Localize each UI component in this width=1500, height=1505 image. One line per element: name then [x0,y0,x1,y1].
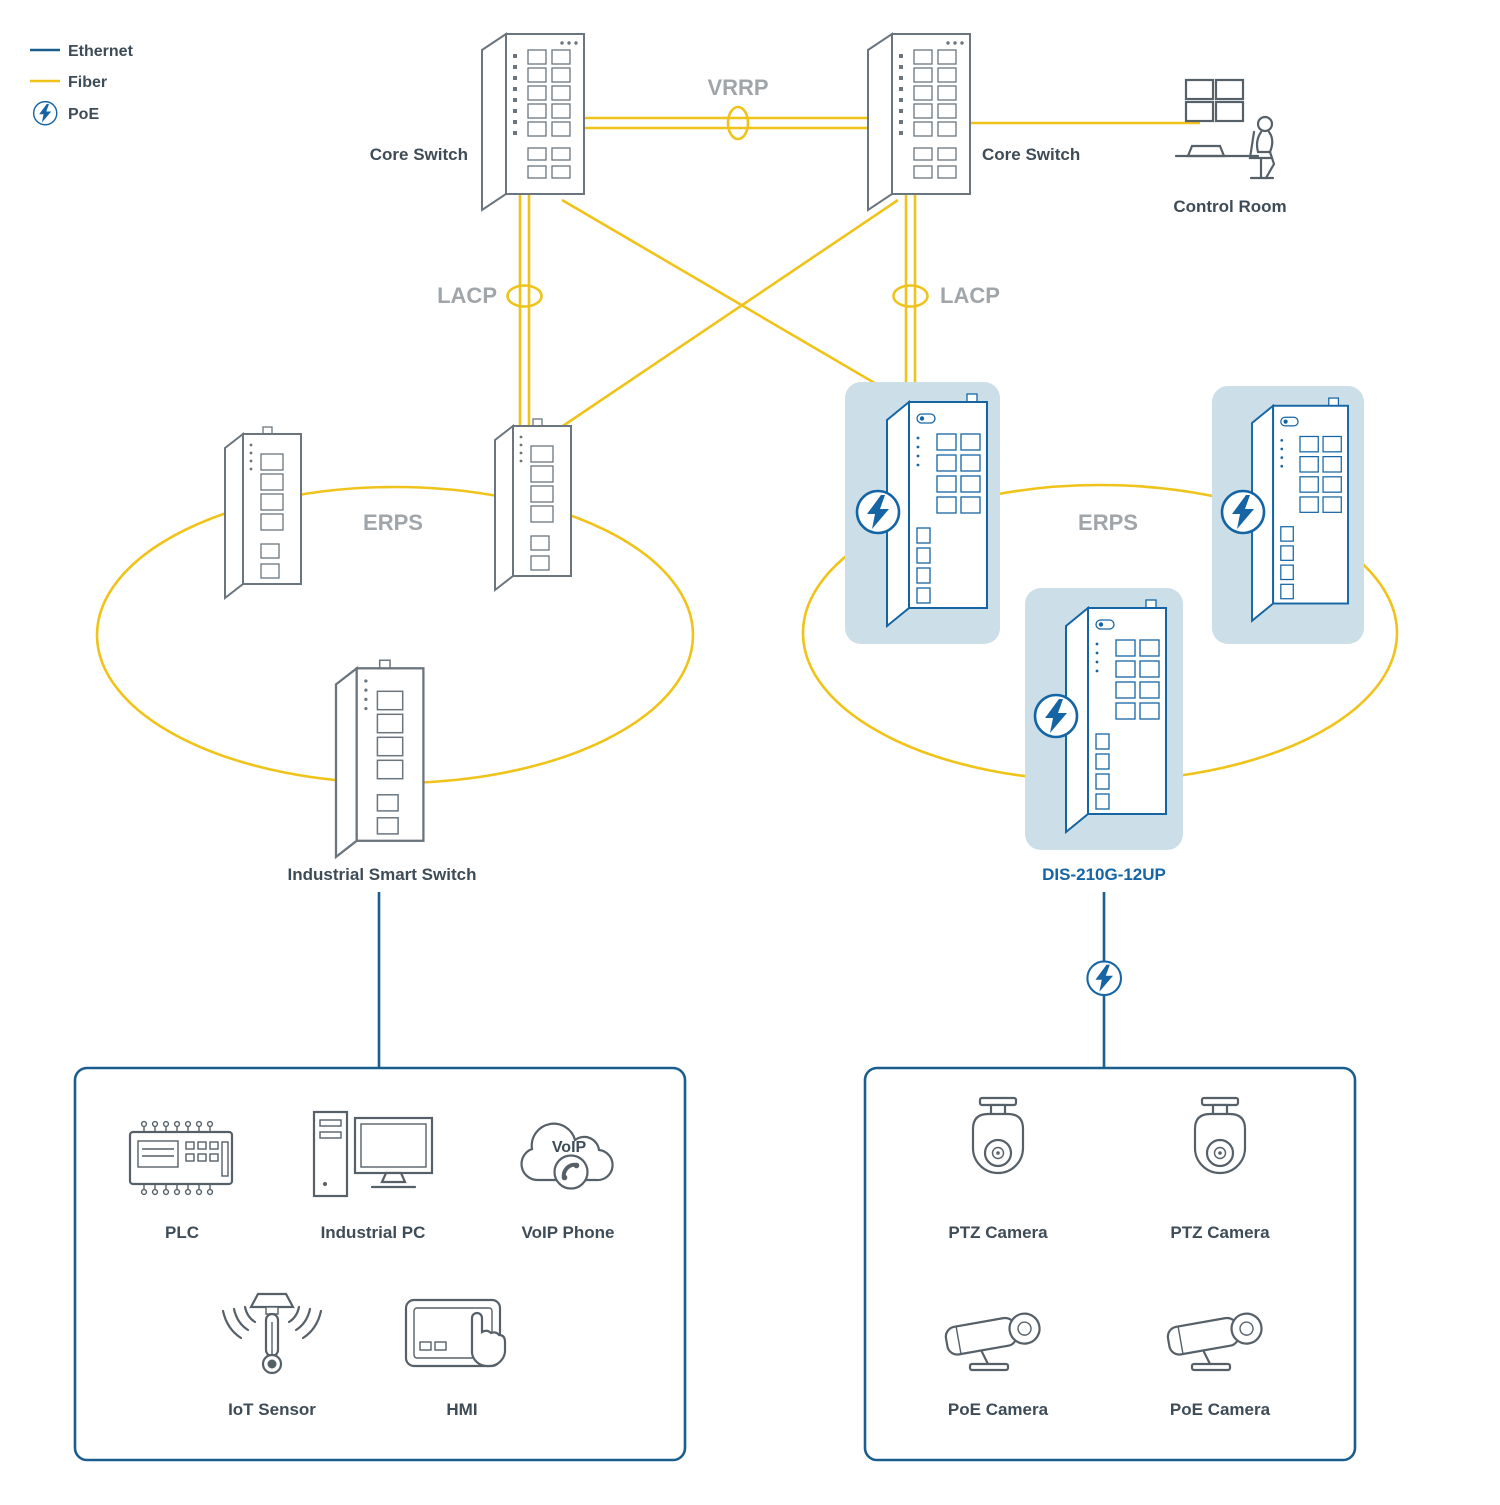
poe-icon-switch-3 [1033,693,1079,739]
voip-cloud-text: VoIP [552,1139,587,1156]
poe-switch-model-label: DIS-210G-12UP [1042,865,1166,884]
industrial-smart-switch-icon [334,659,425,859]
plc-icon [128,1120,234,1196]
lacp-left-label: LACP [437,283,497,308]
core-switch-left-icon [481,33,585,211]
poe-icon-camera-link [1086,960,1123,997]
lacp-right-link [892,190,929,400]
poe-switch-icon-2 [1251,397,1349,622]
poe-icon-switch-2 [1220,489,1266,535]
poe-camera-label-2: PoE Camera [1170,1400,1271,1419]
cross-link-right-core-to-left-ring [547,198,899,438]
industrial-smart-switch-label: Industrial Smart Switch [288,865,477,884]
legend-poe-icon [32,100,58,126]
voip-phone-label: VoIP Phone [522,1223,615,1242]
lacp-left-link [506,190,543,440]
vrrp-label: VRRP [707,75,768,100]
industrial-switch-icon-1 [224,426,302,599]
poe-switch-icon-1 [886,393,988,627]
control-room-icon [1174,78,1276,180]
plc-label: PLC [165,1223,199,1242]
poe-camera-label-1: PoE Camera [948,1400,1049,1419]
iot-sensor-icon [221,1292,323,1375]
legend-ethernet-label: Ethernet [68,43,134,60]
ptz-camera-label-2: PTZ Camera [1170,1223,1270,1242]
erps-right-label: ERPS [1078,510,1138,535]
iot-sensor-label: IoT Sensor [228,1400,316,1419]
hmi-label: HMI [446,1400,477,1419]
vrrp-link [584,105,892,141]
legend-fiber-label: Fiber [68,74,107,91]
poe-switch-icon-3 [1065,599,1167,833]
right-device-group-box [863,1066,1357,1462]
legend-poe-label: PoE [68,106,99,123]
industrial-pc-label: Industrial PC [321,1223,426,1242]
voip-phone-icon: VoIP [520,1122,614,1190]
lacp-right-oval [892,284,929,308]
ptz-camera-label-1: PTZ Camera [948,1223,1048,1242]
control-room-label: Control Room [1173,197,1286,216]
hmi-icon [404,1298,507,1368]
lacp-right-label: LACP [940,283,1000,308]
cross-link-left-core-to-right-ring [561,198,891,394]
industrial-switch-icon-2 [494,418,572,591]
vrrp-aggregation-oval [726,105,750,141]
core-switch-right-label: Core Switch [982,145,1080,164]
core-switch-right-icon [867,33,971,211]
lacp-left-oval [506,284,543,308]
industrial-pc-icon [312,1110,434,1198]
poe-icon-switch-1 [855,489,901,535]
core-switch-left-label: Core Switch [370,145,468,164]
legend: Ethernet Fiber PoE [30,43,134,126]
erps-left-label: ERPS [363,510,423,535]
